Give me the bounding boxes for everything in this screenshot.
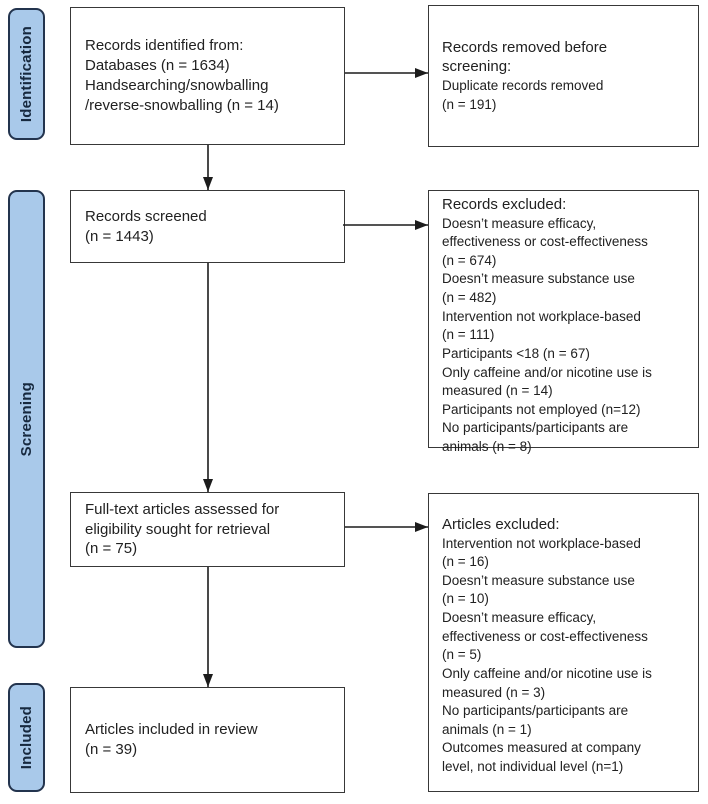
records-removed-body: Duplicate records removed (n = 191)	[442, 77, 604, 112]
box-records-screened: Records screened (n = 1443)	[70, 190, 345, 263]
stage-label-identification: Identification	[8, 8, 45, 140]
records-excluded-title: Records excluded:	[442, 196, 567, 213]
box-records-removed: Records removed before screening: Duplic…	[428, 5, 699, 147]
box-fulltext-assessed: Full-text articles assessed for eligibil…	[70, 492, 345, 567]
stage-label-screening: Screening	[8, 190, 45, 648]
stage-label-included: Included	[8, 683, 45, 792]
fulltext-assessed-text: Full-text articles assessed for eligibil…	[85, 500, 280, 558]
box-articles-included: Articles included in review (n = 39)	[70, 687, 345, 793]
articles-excluded-title: Articles excluded:	[442, 516, 560, 533]
articles-included-text: Articles included in review (n = 39)	[85, 721, 258, 758]
stage-label-included-text: Included	[18, 705, 35, 770]
records-identified-text: Records identified from: Databases (n = …	[85, 37, 279, 114]
articles-excluded-body: Intervention not workplace-based (n = 16…	[442, 535, 652, 775]
box-records-identified: Records identified from: Databases (n = …	[70, 7, 345, 145]
records-screened-text: Records screened (n = 1443)	[85, 207, 207, 245]
box-articles-excluded: Articles excluded: Intervention not work…	[428, 493, 699, 792]
records-excluded-body: Doesn’t measure efficacy, effectiveness …	[442, 215, 652, 455]
stage-label-identification-text: Identification	[18, 25, 35, 123]
box-records-excluded: Records excluded: Doesn’t measure effica…	[428, 190, 699, 454]
stage-label-screening-text: Screening	[18, 381, 35, 457]
records-removed-title: Records removed before screening:	[442, 38, 608, 76]
